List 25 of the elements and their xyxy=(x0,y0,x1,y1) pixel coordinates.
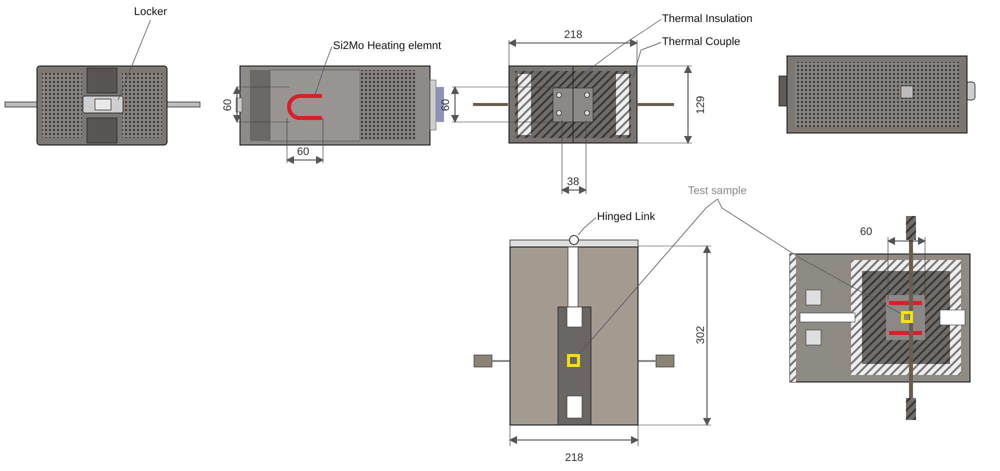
callout-label: Locker xyxy=(134,6,168,19)
dimension-label: 60 xyxy=(440,98,452,112)
test-sample-square xyxy=(901,311,913,323)
callout-label: Thermal Insulation xyxy=(662,13,752,26)
dimension-label: 60 xyxy=(297,146,310,158)
callout-label: Si2Mo Heating elemnt xyxy=(333,40,442,53)
leader-line xyxy=(578,19,662,78)
hinge-pin xyxy=(569,235,579,245)
dimension-label: 302 xyxy=(695,326,708,344)
leader-line xyxy=(578,217,596,236)
leader-line xyxy=(314,46,332,96)
leader-line xyxy=(118,20,151,100)
dimension-label: 60 xyxy=(860,226,872,238)
dimension-label: 60 xyxy=(222,98,234,112)
callout-label: Test sample xyxy=(688,185,747,198)
leader-line xyxy=(717,198,902,314)
dimension-label: 218 xyxy=(565,452,584,464)
dimension-label: 129 xyxy=(695,96,708,114)
dimension-label: 218 xyxy=(564,29,582,41)
leader-line xyxy=(632,42,662,78)
test-sample-square xyxy=(567,354,580,367)
dimension-label: 38 xyxy=(567,176,580,188)
callout-label: Thermal Couple xyxy=(662,36,740,49)
callout-label: Hinged Link xyxy=(597,211,656,224)
leader-line xyxy=(578,198,718,354)
